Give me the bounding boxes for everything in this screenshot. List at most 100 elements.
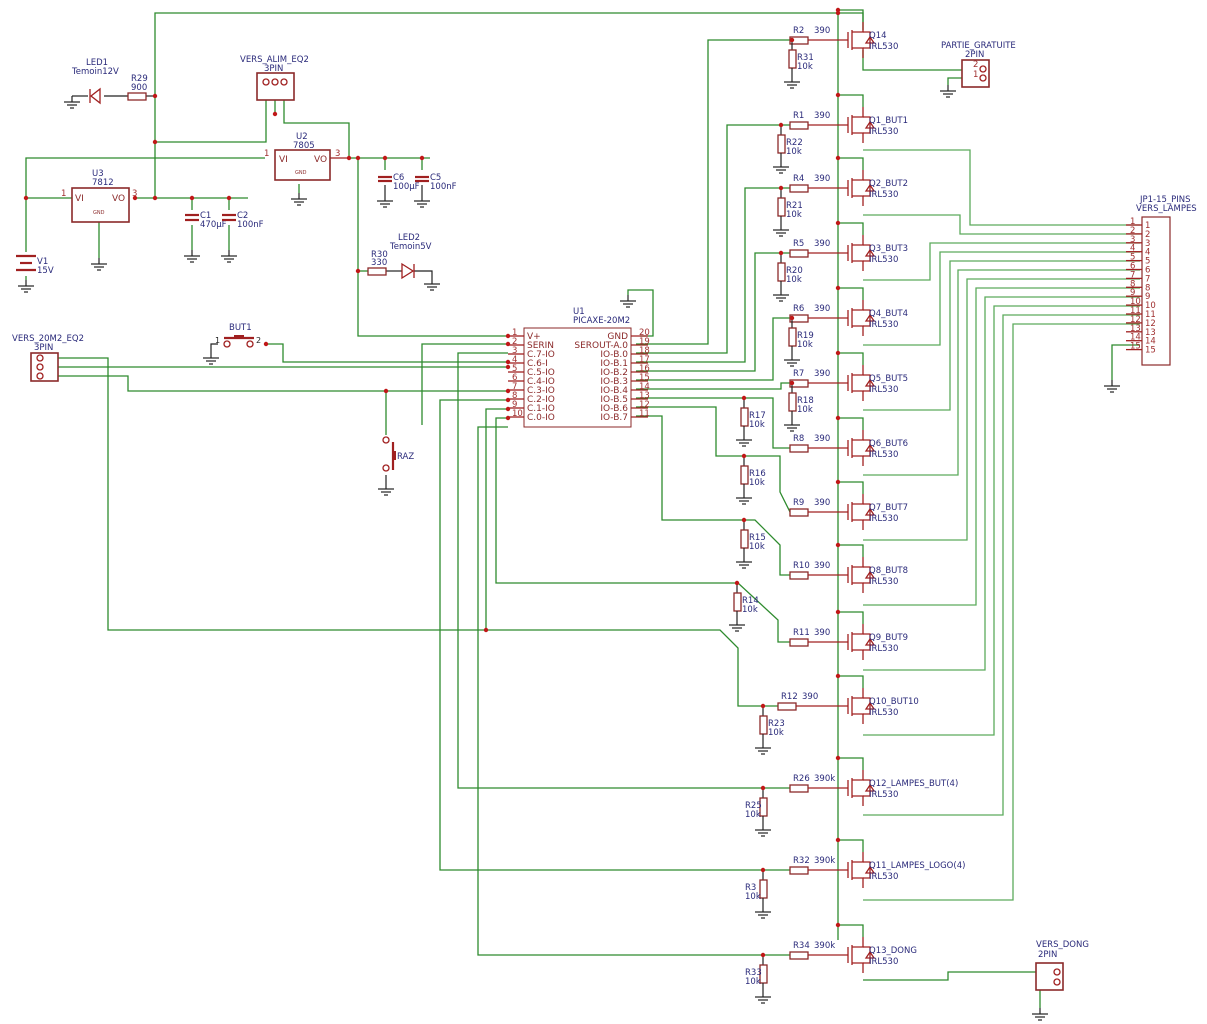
v1-name: V1 bbox=[37, 257, 48, 267]
mosfet-name: Q4_BUT4 bbox=[869, 309, 908, 319]
mosfet-type: IRL530 bbox=[869, 127, 898, 137]
junction-dot bbox=[835, 542, 841, 548]
led-led2: LED2 Temoin5V bbox=[389, 233, 441, 291]
jp1-pin-label: 7 bbox=[1145, 274, 1150, 284]
pulldown-name: R33 bbox=[745, 968, 762, 978]
svg-text:LED2: LED2 bbox=[398, 233, 420, 243]
battery-v1: V1 15V bbox=[16, 254, 54, 293]
pulldown-resistor bbox=[759, 715, 768, 735]
mcu-pin-number: 18 bbox=[639, 346, 650, 356]
jp1-pin-label: 14 bbox=[1145, 337, 1156, 347]
pulldown-value: 10k bbox=[745, 810, 761, 820]
svg-text:VI: VI bbox=[279, 155, 288, 165]
pulldown-value: 10k bbox=[786, 210, 802, 220]
gate-resistor-name: R8 bbox=[793, 434, 804, 444]
gate-resistor bbox=[789, 121, 809, 130]
mcu-pin-label: C.1-IO bbox=[527, 404, 555, 414]
ground-icon bbox=[754, 823, 772, 837]
pulldown-value: 10k bbox=[797, 340, 813, 350]
svg-text:GND: GND bbox=[93, 210, 105, 216]
gate-resistor-name: R32 bbox=[793, 856, 810, 866]
mcu-pin-number: 3 bbox=[512, 346, 517, 356]
junction-dot bbox=[835, 155, 841, 161]
connector-partie-gratuite: 21 PARTIE_GRATUITE 2PIN bbox=[939, 41, 1016, 98]
junction-dot bbox=[505, 406, 511, 412]
ground-icon bbox=[754, 905, 772, 919]
gate-resistor bbox=[789, 951, 809, 960]
pulldown-resistor bbox=[740, 407, 749, 427]
mcu-pin-label: IO-B.5 bbox=[600, 395, 628, 405]
pulldown-name: R22 bbox=[786, 138, 803, 148]
ground-icon bbox=[783, 75, 801, 89]
resistor-r30: R30 330 bbox=[367, 250, 388, 276]
svg-text:1: 1 bbox=[264, 149, 269, 159]
mosfet-icon bbox=[847, 937, 876, 973]
mcu-pin-number: 15 bbox=[639, 373, 650, 383]
mosfet-type: IRL530 bbox=[869, 450, 898, 460]
junction-dot bbox=[505, 359, 511, 365]
mcu-pin-label: IO-B.3 bbox=[600, 377, 628, 387]
ground-icon bbox=[735, 433, 753, 447]
regulator-u2: U2 7805 VI VO GND 1 3 bbox=[264, 132, 340, 206]
svg-text:2: 2 bbox=[973, 60, 978, 70]
mosfet-type: IRL530 bbox=[869, 790, 898, 800]
junction-dot bbox=[734, 580, 740, 586]
svg-text:470µF: 470µF bbox=[200, 220, 227, 230]
junction-dot bbox=[346, 155, 352, 161]
pulldown-value: 10k bbox=[745, 977, 761, 987]
pulldown-resistor bbox=[733, 592, 742, 612]
pulldown-name: R21 bbox=[786, 201, 803, 211]
mosfet-type: IRL530 bbox=[869, 255, 898, 265]
jp1-pin-label: 2 bbox=[1145, 230, 1150, 240]
mosfet-name: Q8_BUT8 bbox=[869, 566, 908, 576]
junction-dot bbox=[152, 195, 158, 201]
gate-resistor-value: 390 bbox=[814, 111, 830, 121]
junction-dot bbox=[835, 755, 841, 761]
mcu-pin-label: SERIN bbox=[527, 341, 554, 351]
pulldown-resistor bbox=[788, 392, 797, 412]
gate-resistor-name: R4 bbox=[793, 174, 804, 184]
gate-resistor-value: 390k bbox=[814, 774, 835, 784]
mosfet-name: Q10_BUT10 bbox=[869, 697, 919, 707]
gate-resistor-value: 390 bbox=[814, 628, 830, 638]
junction-dot bbox=[835, 837, 841, 843]
jp1-pin-number: 4 bbox=[1130, 244, 1135, 254]
regulator-u3: U3 7812 VI VO GND 1 3 bbox=[61, 169, 137, 271]
gate-resistor-name: R2 bbox=[793, 26, 804, 36]
mcu-pin-number: 8 bbox=[512, 391, 517, 401]
resistor-r29: R29 900 bbox=[127, 74, 148, 101]
mcu-pin-number: 13 bbox=[639, 391, 650, 401]
svg-text:R29: R29 bbox=[131, 74, 148, 84]
gate-resistor-value: 390 bbox=[814, 561, 830, 571]
junction-dot bbox=[505, 415, 511, 421]
jp1-pin-number: 1 bbox=[1130, 217, 1135, 227]
gate-resistor-name: R6 bbox=[793, 304, 804, 314]
mcu-pin-label: V+ bbox=[527, 332, 541, 342]
mosfet-name: Q9_BUT9 bbox=[869, 633, 908, 643]
svg-text:JP1-15_PINS: JP1-15_PINS bbox=[1139, 195, 1191, 205]
mcu-pin-label: C.3-IO bbox=[527, 386, 555, 396]
svg-text:VERS_ALIM_EQ2: VERS_ALIM_EQ2 bbox=[240, 55, 309, 65]
mosfet-icon bbox=[847, 22, 876, 58]
jp1-pin-number: 15 bbox=[1130, 342, 1141, 352]
svg-text:GND: GND bbox=[295, 170, 307, 176]
jp1-pin-number: 3 bbox=[1130, 235, 1135, 245]
junction-dot bbox=[505, 364, 511, 370]
mcu-pin-number: 11 bbox=[639, 409, 650, 419]
connector-vers-alim-eq2: VERS_ALIM_EQ2 3PIN bbox=[240, 55, 309, 101]
svg-text:LED1: LED1 bbox=[86, 58, 108, 68]
jp1-pin-number: 14 bbox=[1130, 333, 1141, 343]
mosfet-icon bbox=[847, 365, 876, 401]
mosfet-icon bbox=[847, 170, 876, 206]
mcu-pin-label: IO-B.6 bbox=[600, 404, 628, 414]
mosfet-type: IRL530 bbox=[869, 42, 898, 52]
junction-dots bbox=[23, 7, 841, 928]
mosfet-icon bbox=[847, 770, 876, 806]
